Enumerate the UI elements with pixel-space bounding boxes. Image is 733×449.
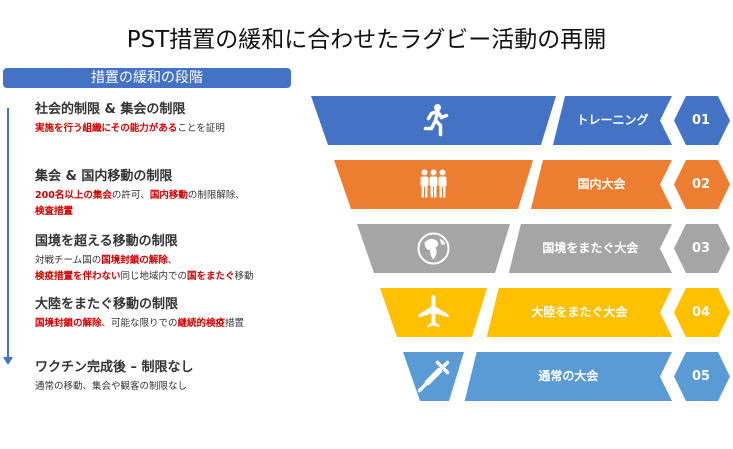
text: 、可能な限りでの <box>101 318 178 329</box>
level-number: 03 <box>691 241 711 256</box>
level-label: 国内大会 <box>577 177 626 191</box>
page-title: PST措置の緩和に合わせたラグビー活動の再開 <box>126 27 607 53</box>
text: 措置 <box>225 318 245 329</box>
stage-heading: 集会 & 国内移動の制限 <box>35 169 173 184</box>
stage-description: 国境封鎖の解除、可能な限りでの継続的検疫措置 <box>35 316 244 332</box>
syringe-icon <box>417 360 450 393</box>
stage-item: 国境を超える移動の制限対戦チーム国の国境封鎖の解除、検疫措置を伴わない同じ地域内… <box>35 230 254 285</box>
text: 通常の移動、集会や観客の制限なし <box>35 381 188 392</box>
level-number: 02 <box>691 177 711 192</box>
stage-heading: 社会的制限 & 集会の制限 <box>35 102 186 117</box>
funnel-label-segment <box>486 288 672 337</box>
stage-heading: ワクチン完成後 – 制限なし <box>35 360 194 375</box>
timeline-arrow-icon <box>3 357 13 365</box>
text: 対戦チーム国の <box>35 255 102 266</box>
level-label: 大陸をまたぐ大会 <box>531 305 628 319</box>
highlight-text: 国境封鎖の解除 <box>35 318 102 329</box>
text: の制限解除、 <box>187 190 245 201</box>
level-number-badge <box>674 224 730 273</box>
level-label: 通常の大会 <box>538 369 599 383</box>
highlight-text: 国をまたぐ <box>187 271 235 282</box>
stage-item: 大陸をまたぐ移動の制限国境封鎖の解除、可能な限りでの継続的検疫措置 <box>35 293 244 332</box>
text: 同じ地域内での <box>120 271 188 282</box>
level-number: 01 <box>691 113 711 128</box>
running-person-icon <box>423 104 449 137</box>
funnel-label-segment <box>553 96 672 145</box>
level-number-badge <box>674 352 730 401</box>
highlight-text: 検査措置 <box>35 206 74 217</box>
level-number: 05 <box>691 369 711 384</box>
stage-description: 実施を行う組織にその能力があることを証明 <box>35 121 225 137</box>
stage-description: 200名以上の集会の許可、国内移動の制限解除、検査措置 <box>35 188 245 220</box>
stage-item: 集会 & 国内移動の制限 200名以上の集会の許可、国内移動の制限解除、検査措置 <box>35 165 245 220</box>
stage-heading: 大陸をまたぐ移動の制限 <box>35 297 179 312</box>
group-people-icon <box>420 169 447 198</box>
funnel-label-segment <box>530 160 672 209</box>
stage-description: 対戦チーム国の国境封鎖の解除、検疫措置を伴わない同じ地域内での国をまたぐ移動 <box>35 253 254 285</box>
stage-heading: 国境を超える移動の制限 <box>35 234 178 249</box>
text: 移動 <box>234 271 254 282</box>
level-number-badge <box>674 160 730 209</box>
timeline-line <box>7 108 9 360</box>
stage-item: ワクチン完成後 – 制限なし通常の移動、集会や観客の制限なし <box>35 356 194 395</box>
stage-description: 通常の移動、集会や観客の制限なし <box>35 379 194 395</box>
level-label: トレーニング <box>576 113 649 127</box>
funnel-label-segment <box>508 224 672 273</box>
text: 、 <box>167 255 178 266</box>
highlight-text: 国内移動 <box>149 190 188 201</box>
highlight-text: 検疫措置を伴わない <box>35 271 121 282</box>
level-number-badge <box>674 288 730 337</box>
highlight-text: 継続的検疫 <box>177 318 226 329</box>
level-number: 04 <box>691 305 711 320</box>
funnel-label-segment <box>464 352 672 401</box>
highlight-text: 200名以上の集会 <box>35 190 112 201</box>
level-label: 国境をまたぐ大会 <box>542 241 639 255</box>
text: の許可、 <box>111 190 150 201</box>
stages-header: 措置の緩和の段階 <box>3 68 291 88</box>
globe-icon <box>417 232 450 265</box>
text: ことを証明 <box>177 123 225 134</box>
highlight-text: 国境封鎖の解除 <box>101 255 168 266</box>
highlight-text: 実施を行う組織にその能力がある <box>35 123 178 134</box>
stage-item: 社会的制限 & 集会の制限実施を行う組織にその能力があることを証明 <box>35 98 225 137</box>
level-number-badge <box>674 96 730 145</box>
funnel-icon-segment <box>311 96 556 145</box>
airplane-icon <box>418 295 449 328</box>
